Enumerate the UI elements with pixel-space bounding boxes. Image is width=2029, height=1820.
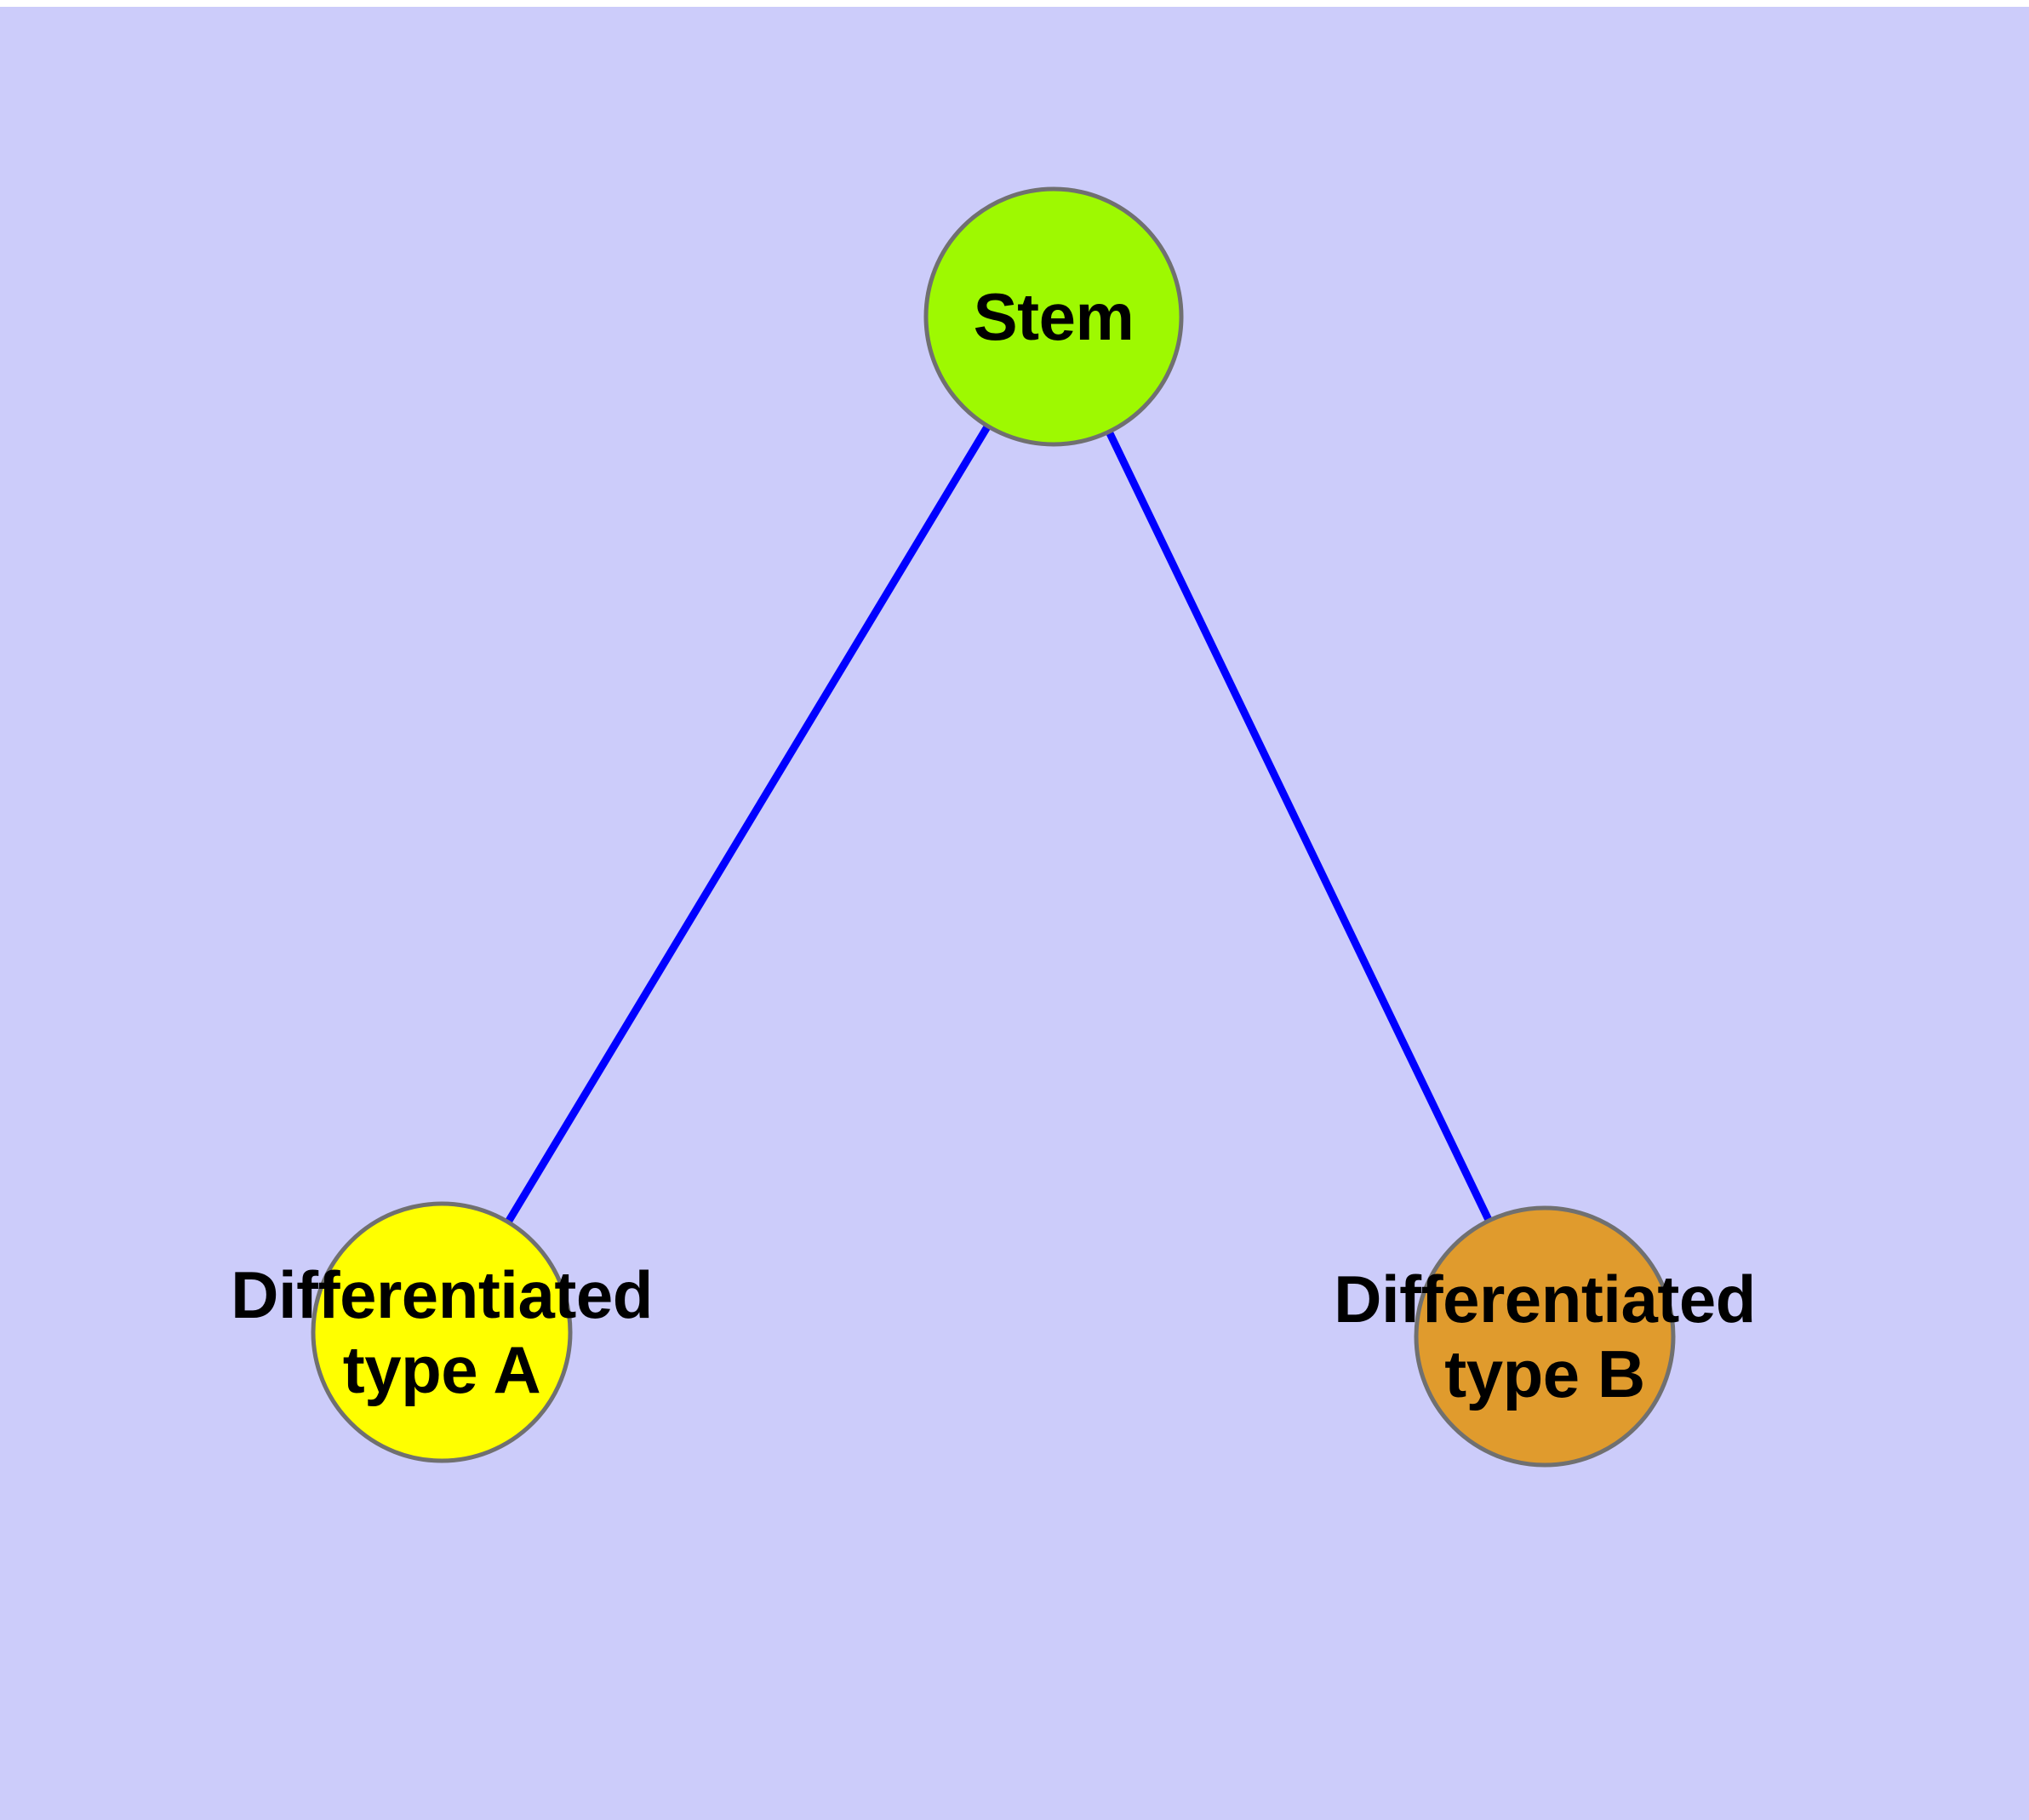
edge-stem-to-differentiated-type-b (1049, 315, 1549, 1338)
node-layer (311, 186, 1676, 1468)
node-differentiated-type-a[interactable] (311, 1201, 573, 1463)
node-differentiated-type-b[interactable] (1414, 1205, 1676, 1468)
node-stem[interactable] (923, 186, 1184, 447)
edge-layer (438, 314, 1549, 1338)
edge-stem-to-differentiated-type-a (438, 314, 1057, 1335)
